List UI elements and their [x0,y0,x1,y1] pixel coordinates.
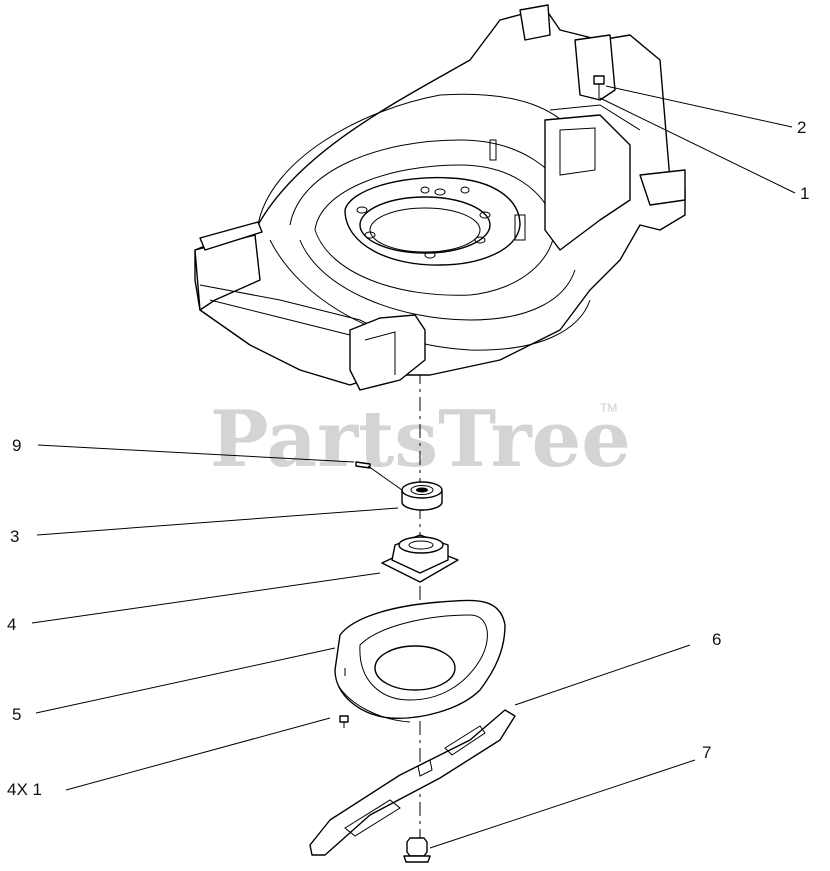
part-7-bolt [403,837,431,863]
leader-3 [36,507,399,536]
callout-2: 2 [797,118,806,137]
callout-3: 3 [10,527,19,546]
leader-4 [31,572,381,624]
part-3-bearing [401,481,443,511]
callout-6: 6 [712,630,721,649]
mower-deck-housing [194,4,686,391]
leader-2 [605,85,793,128]
part-4-adapter [381,534,459,583]
callout-4x1: 4X 1 [7,780,42,799]
leader-4x1 [65,717,331,791]
leader-9 [37,444,355,463]
callout-7: 7 [702,743,711,762]
part-1-screw [339,715,349,728]
callout-1: 1 [800,184,809,203]
leader-1 [599,97,796,194]
leader-6 [514,644,691,706]
leader-5 [35,647,336,714]
leader-lines [31,85,796,849]
callout-9: 9 [12,436,21,455]
part-5-baffle [334,599,506,723]
part-6-blade [309,709,516,856]
watermark-tm: TM [600,401,617,415]
leader-7 [429,759,696,849]
callout-4: 4 [7,615,16,634]
callout-5: 5 [12,705,21,724]
leader-9b [367,465,403,491]
